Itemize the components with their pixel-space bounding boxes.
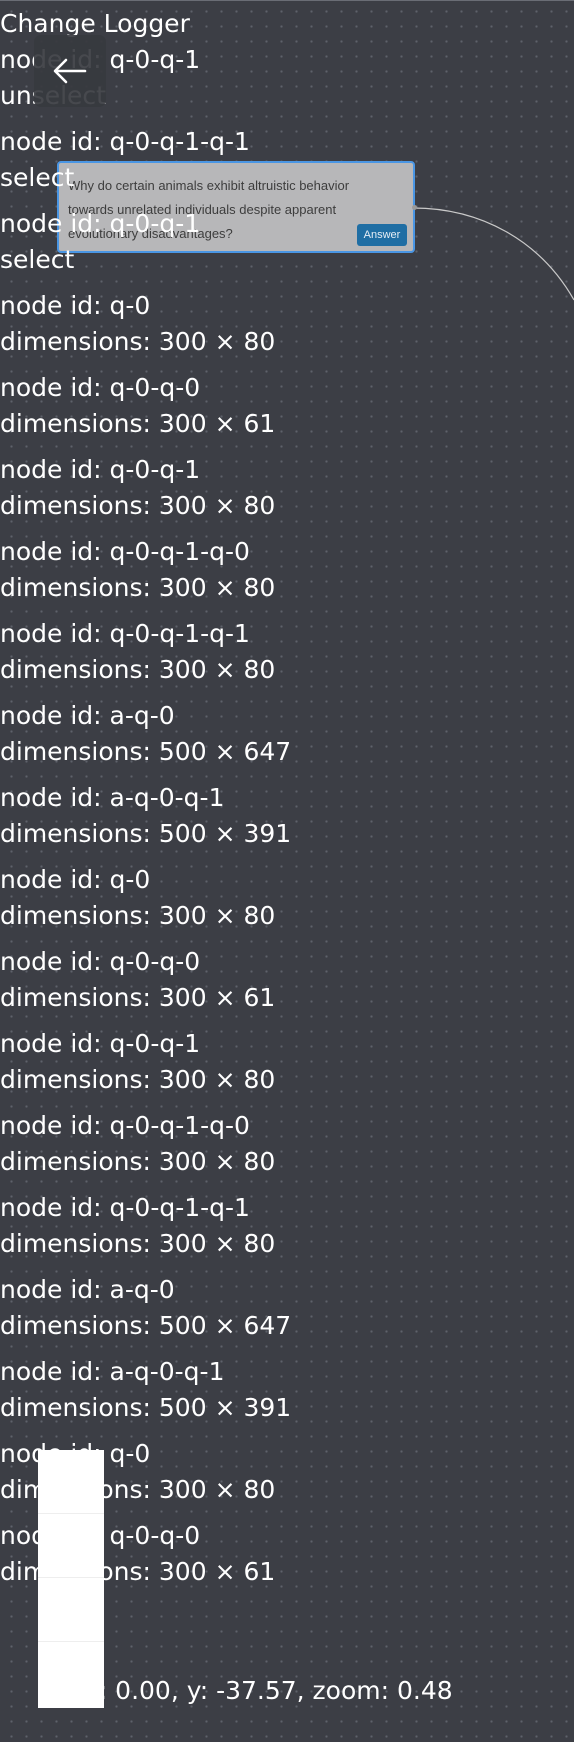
log-change: dimensions: 300 × 80 [0,573,276,602]
log-change: dimensions: 500 × 391 [0,819,292,848]
log-entry: node id: q-0 dimensions: 300 × 80 [0,288,574,360]
log-change: dimensions: 300 × 80 [0,491,276,520]
top-border [0,0,574,1]
log-change: dimensions: 300 × 61 [0,409,276,438]
log-node-id: node id: q-0-q-1-q-1 [0,127,250,156]
log-entry: node id: q-0 dimensions: 300 × 80 [0,862,574,934]
log-node-id: node id: q-0 [0,291,151,320]
log-node-id: node id: q-0-q-1-q-0 [0,1111,250,1140]
log-change: dimensions: 500 × 647 [0,1311,292,1340]
log-entry: node id: q-0-q-1-q-0 dimensions: 300 × 80 [0,1108,574,1180]
log-change: dimensions: 300 × 80 [0,655,276,684]
log-change: dimensions: 300 × 61 [0,983,276,1012]
flow-controls-panel [38,1450,104,1708]
log-entry: node id: q-0-q-1 dimensions: 300 × 80 [0,452,574,524]
log-change: dimensions: 500 × 391 [0,1393,292,1422]
log-node-id: node id: q-0-q-1-q-1 [0,1193,250,1222]
log-entry: node id: a-q-0-q-1 dimensions: 500 × 391 [0,1354,574,1426]
log-entry: node id: q-0-q-1-q-1 dimensions: 300 × 80 [0,616,574,688]
log-change: dimensions: 500 × 647 [0,737,292,766]
log-change: dimensions: 300 × 80 [0,1147,276,1176]
log-entry: node id: a-q-0-q-1 dimensions: 500 × 391 [0,780,574,852]
log-entry: node id: q-0-q-0 dimensions: 300 × 61 [0,370,574,442]
back-button[interactable] [34,35,106,107]
log-entry: node id: q-0-q-1 dimensions: 300 × 80 [0,1026,574,1098]
log-node-id: node id: q-0-q-1-q-0 [0,537,250,566]
log-entry: node id: q-0-q-1-q-0 dimensions: 300 × 80 [0,534,574,606]
log-node-id: node id: q-0-q-1-q-1 [0,619,250,648]
fit-view-button[interactable] [38,1578,104,1642]
log-entry: node id: a-q-0 dimensions: 500 × 647 [0,698,574,770]
lock-button[interactable] [38,1642,104,1708]
log-node-id: node id: a-q-0-q-1 [0,1357,225,1386]
log-node-id: node id: q-0-q-0 [0,947,201,976]
log-change: dimensions: 300 × 80 [0,1229,276,1258]
zoom-out-button[interactable] [38,1514,104,1578]
log-entry: node id: a-q-0 dimensions: 500 × 647 [0,1272,574,1344]
answer-button[interactable]: Answer [357,224,407,246]
viewport-readout: x: 0.00, y: -37.57, zoom: 0.48 [84,1676,453,1705]
log-node-id: node id: a-q-0 [0,1275,175,1304]
question-node[interactable]: Why do certain animals exhibit altruisti… [57,161,417,253]
log-node-id: node id: q-0-q-1 [0,1029,201,1058]
log-entry: node id: q-0-q-1-q-1 dimensions: 300 × 80 [0,1190,574,1262]
log-change: dimensions: 300 × 80 [0,1065,276,1094]
log-node-id: node id: q-0 [0,865,151,894]
source-handle[interactable] [412,205,417,210]
log-change: dimensions: 300 × 80 [0,901,276,930]
log-node-id: node id: q-0-q-0 [0,373,201,402]
log-node-id: node id: a-q-0-q-1 [0,783,225,812]
log-node-id: node id: q-0-q-1 [0,455,201,484]
zoom-in-button[interactable] [38,1450,104,1514]
arrow-left-icon [53,58,87,84]
log-node-id: node id: a-q-0 [0,701,175,730]
log-entry: node id: q-0-q-0 dimensions: 300 × 61 [0,944,574,1016]
question-text: Why do certain animals exhibit altruisti… [68,178,350,241]
log-change: dimensions: 300 × 80 [0,327,276,356]
